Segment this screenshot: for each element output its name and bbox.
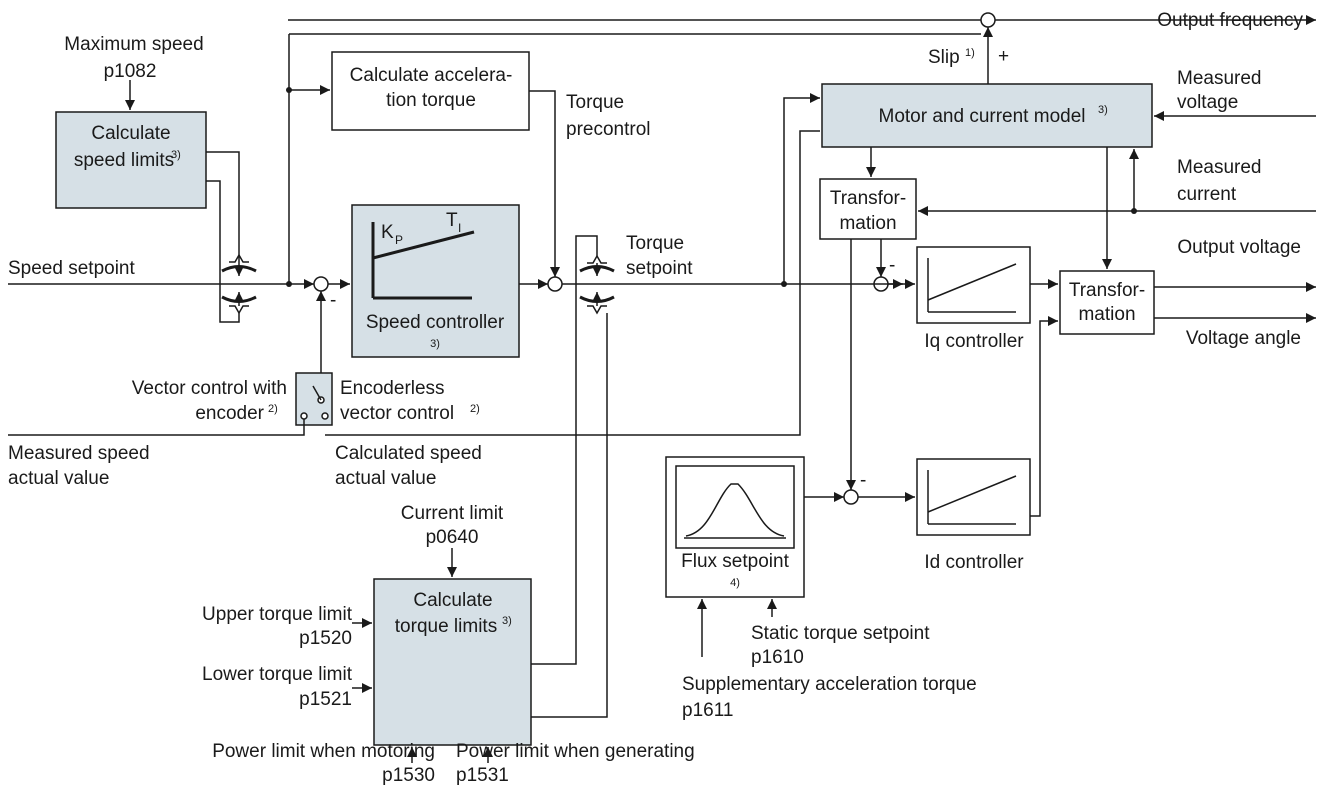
current-limit-param: p0640 bbox=[426, 527, 479, 548]
calc-torque-limits-block bbox=[373, 578, 532, 746]
speed-error-summing-junction bbox=[313, 276, 329, 292]
speed-setpoint-label: Speed setpoint bbox=[8, 258, 135, 279]
iq-controller-block bbox=[916, 246, 1031, 324]
torque-precontrol-label-1: Torque bbox=[566, 92, 624, 113]
lower-torque-limit-param: p1521 bbox=[299, 689, 352, 710]
encoder-selector-switch bbox=[300, 385, 329, 420]
calc-accel-torque-block bbox=[331, 51, 530, 131]
motor-model-label: Motor and current model bbox=[879, 106, 1086, 127]
id-controller-curve bbox=[927, 470, 1017, 525]
power-generating-param: p1531 bbox=[456, 765, 509, 786]
power-motoring-param: p1530 bbox=[382, 765, 435, 786]
kp-label: K bbox=[381, 222, 394, 243]
calc-accel-torque-label-2: tion torque bbox=[386, 90, 476, 111]
output-frequency-label: Output frequency bbox=[1157, 10, 1303, 31]
calc-speed-limits-block bbox=[55, 111, 207, 209]
measured-voltage-label-1: Measured bbox=[1177, 68, 1262, 89]
encoderless-label-2: vector control bbox=[340, 403, 454, 424]
speed-controller-curve bbox=[371, 222, 475, 300]
ti-subscript: I bbox=[458, 221, 461, 235]
vector-encoder-label-1: Vector control with bbox=[132, 378, 287, 399]
torque-setpoint-label-2: setpoint bbox=[626, 258, 693, 279]
id-controller-label: Id controller bbox=[924, 552, 1024, 573]
transformation-block-top bbox=[819, 178, 917, 240]
lower-torque-limit-label: Lower torque limit bbox=[202, 664, 353, 685]
measured-current-label-1: Measured bbox=[1177, 157, 1262, 178]
vector-encoder-label-2: encoder bbox=[195, 403, 264, 424]
output-voltage-label: Output voltage bbox=[1177, 237, 1301, 258]
calculated-speed-label-2: actual value bbox=[335, 468, 436, 489]
static-torque-param: p1610 bbox=[751, 647, 804, 668]
id-summing-junction bbox=[843, 489, 859, 505]
static-torque-label: Static torque setpoint bbox=[751, 623, 930, 644]
calc-torque-limits-label-2: torque limits bbox=[395, 616, 497, 637]
upper-torque-limit-param: p1520 bbox=[299, 628, 352, 649]
speed-error-minus: - bbox=[330, 290, 336, 311]
measured-voltage-label-2: voltage bbox=[1177, 92, 1238, 113]
id-minus-sign: - bbox=[860, 470, 866, 491]
upper-torque-limit-label: Upper torque limit bbox=[202, 604, 353, 625]
calc-accel-torque-label-1: Calculate accelera- bbox=[350, 65, 513, 86]
flux-setpoint-inner-box bbox=[675, 465, 795, 549]
calc-torque-limits-footnote: 3) bbox=[502, 615, 512, 627]
speed-controller-footnote: 3) bbox=[430, 338, 440, 350]
ti-label: T bbox=[446, 210, 458, 231]
transformation-top-label-1: Transfor- bbox=[830, 188, 906, 209]
motor-current-model-block bbox=[821, 83, 1153, 148]
slip-label: Slip bbox=[928, 47, 960, 68]
supp-accel-label: Supplementary acceleration torque bbox=[682, 674, 977, 695]
calculated-speed-label-1: Calculated speed bbox=[335, 443, 482, 464]
transformation-top-label-2: mation bbox=[839, 213, 896, 234]
power-generating-label: Power limit when generating bbox=[456, 741, 695, 762]
iq-minus-sign: - bbox=[889, 255, 895, 276]
measured-speed-label-1: Measured speed bbox=[8, 443, 150, 464]
speed-controller-label: Speed controller bbox=[366, 312, 505, 333]
slip-plus-sign: + bbox=[998, 46, 1009, 67]
calc-speed-limits-footnote: 3) bbox=[171, 149, 181, 161]
speed-controller-block bbox=[351, 204, 520, 358]
torque-setpoint-label-1: Torque bbox=[626, 233, 684, 254]
transformation-right-label-1: Transfor- bbox=[1069, 280, 1145, 301]
max-speed-param: p1082 bbox=[104, 61, 157, 82]
calc-torque-limits-label-1: Calculate bbox=[413, 590, 492, 611]
voltage-angle-label: Voltage angle bbox=[1186, 328, 1301, 349]
iq-controller-curve bbox=[927, 258, 1017, 313]
frequency-summing-junction bbox=[980, 12, 996, 28]
torque-precontrol-label-2: precontrol bbox=[566, 119, 651, 140]
supp-accel-param: p1611 bbox=[682, 700, 733, 721]
measured-speed-label-2: actual value bbox=[8, 468, 109, 489]
max-speed-label: Maximum speed bbox=[64, 34, 203, 55]
transformation-right-label-2: mation bbox=[1078, 304, 1135, 325]
flux-setpoint-footnote: 4) bbox=[730, 577, 740, 589]
current-limit-label: Current limit bbox=[401, 503, 504, 524]
motor-model-footnote: 3) bbox=[1098, 104, 1108, 116]
kp-subscript: P bbox=[395, 233, 403, 247]
encoderless-footnote: 2) bbox=[470, 403, 480, 415]
encoderless-label-1: Encoderless bbox=[340, 378, 445, 399]
calc-speed-limits-label-2: speed limits bbox=[74, 150, 174, 171]
vector-encoder-footnote: 2) bbox=[268, 403, 278, 415]
iq-controller-label: Iq controller bbox=[924, 331, 1024, 352]
measured-current-label-2: current bbox=[1177, 184, 1237, 205]
transformation-block-right bbox=[1059, 270, 1155, 335]
flux-setpoint-label: Flux setpoint bbox=[681, 551, 789, 572]
slip-footnote: 1) bbox=[965, 47, 975, 59]
id-controller-block bbox=[916, 458, 1031, 536]
torque-summing-junction bbox=[547, 276, 563, 292]
power-motoring-label: Power limit when motoring bbox=[212, 741, 435, 762]
flux-curve bbox=[684, 483, 786, 539]
calc-speed-limits-label-1: Calculate bbox=[91, 123, 170, 144]
